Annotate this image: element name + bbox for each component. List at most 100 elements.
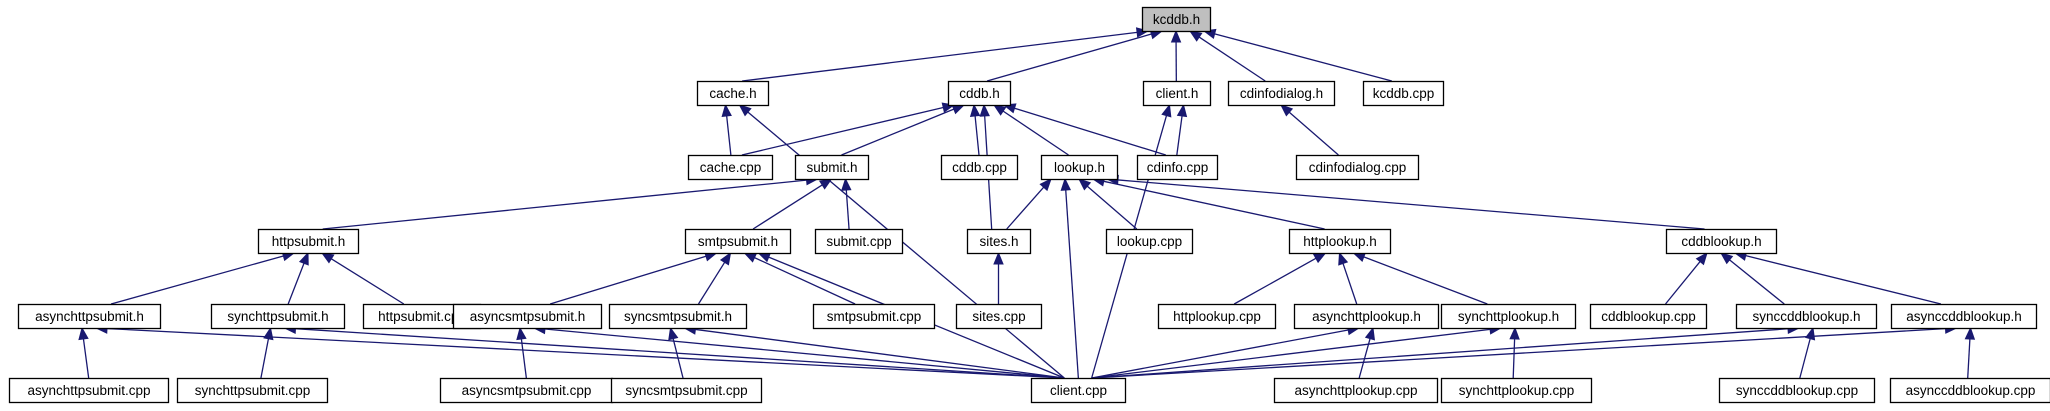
node-sites-h[interactable]: sites.h bbox=[966, 228, 1032, 255]
node-submit-h[interactable]: submit.h bbox=[794, 154, 870, 181]
edge-client_cpp-to-asynchttplookup_h bbox=[1091, 329, 1349, 379]
node-asyncsmtpsubmit-h[interactable]: asyncsmtpsubmit.h bbox=[452, 303, 603, 330]
node-box bbox=[966, 228, 1032, 255]
node-label: syncsmtpsubmit.h bbox=[624, 309, 732, 324]
node-httplookup-h[interactable]: httplookup.h bbox=[1288, 228, 1392, 255]
node-synchttplookup-h[interactable]: synchttplookup.h bbox=[1440, 303, 1577, 330]
node-box bbox=[1735, 303, 1878, 330]
edge-asynccddblookup_cpp-to-asynccddblookup_h bbox=[1967, 338, 1971, 379]
arrowhead-asynchttplookup_h-to-httplookup_h bbox=[1338, 251, 1349, 266]
arrowhead-asynchttpsubmit_cpp-to-asynchttpsubmit_h bbox=[78, 326, 89, 341]
arrowhead-cddb_cpp-to-cddb_h bbox=[969, 103, 981, 117]
edge-cdinfo_cpp-to-cddb_h bbox=[1014, 107, 1166, 156]
edge-httpsubmit_h-to-submit_h bbox=[322, 179, 807, 230]
node-box bbox=[1718, 377, 1876, 404]
edge-sites_h-to-lookup_h bbox=[1006, 186, 1045, 230]
edge-cdinfodialog_cpp-to-cdinfodialog_h bbox=[1288, 111, 1339, 156]
node-label: synccddblookup.h bbox=[1752, 309, 1860, 324]
node-box bbox=[1589, 303, 1708, 330]
node-label: synccddblookup.cpp bbox=[1736, 383, 1858, 398]
node-label: asynccddblookup.cpp bbox=[1906, 383, 2036, 398]
node-label: httplookup.cpp bbox=[1173, 309, 1261, 324]
node-cddb-cpp[interactable]: cddb.cpp bbox=[940, 154, 1019, 181]
edge-submit_h-to-cddb_h bbox=[841, 108, 955, 156]
node-label: kcddb.h bbox=[1153, 12, 1200, 27]
node-box bbox=[1142, 80, 1212, 107]
edge-httplookup_cpp-to-httplookup_h bbox=[1233, 257, 1317, 305]
edge-cache_cpp-to-cddb_h bbox=[741, 106, 944, 156]
edge-cache_cpp-to-cache_h bbox=[726, 115, 732, 156]
node-smtpsubmit-cpp[interactable]: smtpsubmit.cpp bbox=[812, 303, 936, 330]
node-cache-cpp[interactable]: cache.cpp bbox=[687, 154, 774, 181]
node-box bbox=[1157, 303, 1277, 330]
edge-asynchttpsubmit_h-to-httpsubmit_h bbox=[110, 255, 284, 305]
node-httpsubmit-h[interactable]: httpsubmit.h bbox=[257, 228, 360, 255]
node-box bbox=[1136, 154, 1219, 181]
node-label: cddblookup.cpp bbox=[1601, 309, 1696, 324]
node-box bbox=[176, 377, 329, 404]
node-box bbox=[1040, 154, 1119, 181]
arrowhead-client_cpp-to-lookup_h bbox=[1060, 177, 1072, 191]
edge-lookup_cpp-to-lookup_h bbox=[1086, 185, 1138, 230]
node-sites-cpp[interactable]: sites.cpp bbox=[955, 303, 1043, 330]
node-asynchttplookup-cpp[interactable]: asynchttplookup.cpp bbox=[1273, 377, 1439, 404]
node-cache-h[interactable]: cache.h bbox=[696, 80, 770, 107]
node-lookup-cpp[interactable]: lookup.cpp bbox=[1105, 228, 1194, 255]
node-synchttpsubmit-h[interactable]: synchttpsubmit.h bbox=[210, 303, 346, 330]
arrowhead-synchttpsubmit_h-to-httpsubmit_h bbox=[298, 251, 309, 266]
node-box bbox=[608, 303, 748, 330]
node-synccddblookup-cpp[interactable]: synccddblookup.cpp bbox=[1718, 377, 1876, 404]
node-asynchttpsubmit-cpp[interactable]: asynchttpsubmit.cpp bbox=[8, 377, 170, 404]
node-asynchttplookup-h[interactable]: asynchttplookup.h bbox=[1293, 303, 1440, 330]
node-syncsmtpsubmit-cpp[interactable]: syncsmtpsubmit.cpp bbox=[610, 377, 763, 404]
node-asynccddblookup-h[interactable]: asynccddblookup.h bbox=[1890, 303, 2038, 330]
edge-cddblookup_h-to-lookup_h bbox=[1117, 179, 1705, 230]
node-cddblookup-h[interactable]: cddblookup.h bbox=[1665, 228, 1778, 255]
node-lookup-h[interactable]: lookup.h bbox=[1040, 154, 1119, 181]
arrowhead-submit_cpp-to-submit_h bbox=[841, 177, 852, 191]
node-submit-cpp[interactable]: submit.cpp bbox=[814, 228, 904, 255]
arrowhead-submit_h-to-cddb_h bbox=[951, 104, 966, 115]
node-box bbox=[947, 80, 1012, 107]
node-label: kcddb.cpp bbox=[1373, 86, 1435, 101]
edge-client_cpp-to-asynccddblookup_h bbox=[1091, 327, 1946, 379]
node-asynchttpsubmit-h[interactable]: asynchttpsubmit.h bbox=[17, 303, 162, 330]
edge-smtpsubmit_cpp-to-smtpsubmit_h bbox=[754, 257, 856, 305]
node-smtpsubmit-h[interactable]: smtpsubmit.h bbox=[684, 228, 792, 255]
node-client-h[interactable]: client.h bbox=[1142, 80, 1212, 107]
edge-client_cpp-to-asynchttpsubmit_h bbox=[106, 327, 1065, 379]
node-label: asynchttplookup.h bbox=[1312, 309, 1421, 324]
node-asynccddblookup-cpp[interactable]: asynccddblookup.cpp bbox=[1889, 377, 2050, 404]
node-synchttplookup-cpp[interactable]: synchttplookup.cpp bbox=[1440, 377, 1593, 404]
node-box bbox=[439, 377, 614, 404]
node-label: asynchttpsubmit.h bbox=[35, 309, 144, 324]
node-syncsmtpsubmit-h[interactable]: syncsmtpsubmit.h bbox=[608, 303, 748, 330]
edge-client_cpp-to-syncsmtpsubmit_h bbox=[695, 328, 1065, 379]
node-kcddb-cpp[interactable]: kcddb.cpp bbox=[1362, 80, 1445, 107]
node-kcddb-h[interactable]: kcddb.h bbox=[1141, 6, 1212, 33]
node-box bbox=[794, 154, 870, 181]
edge-synchttplookup_h-to-httplookup_h bbox=[1363, 256, 1488, 305]
node-client-cpp[interactable]: client.cpp bbox=[1030, 377, 1127, 404]
node-box bbox=[696, 80, 770, 107]
node-httplookup-cpp[interactable]: httplookup.cpp bbox=[1157, 303, 1277, 330]
node-cdinfodialog-h[interactable]: cdinfodialog.h bbox=[1227, 80, 1336, 107]
edge-client_cpp-to-asyncsmtpsubmit_h bbox=[544, 328, 1065, 379]
node-synchttpsubmit-cpp[interactable]: synchttpsubmit.cpp bbox=[176, 377, 329, 404]
arrowhead-lookup_h-to-cddb_h bbox=[992, 104, 1007, 116]
node-box bbox=[1273, 377, 1439, 404]
node-box bbox=[210, 303, 346, 330]
node-cdinfo-cpp[interactable]: cdinfo.cpp bbox=[1136, 154, 1219, 181]
node-label: synchttplookup.cpp bbox=[1459, 383, 1575, 398]
node-box bbox=[1141, 6, 1212, 33]
node-cddb-h[interactable]: cddb.h bbox=[947, 80, 1012, 107]
node-box bbox=[940, 154, 1019, 181]
node-cddblookup-cpp[interactable]: cddblookup.cpp bbox=[1589, 303, 1708, 330]
node-box bbox=[1440, 303, 1577, 330]
node-cdinfodialog-cpp[interactable]: cdinfodialog.cpp bbox=[1295, 154, 1420, 181]
edge-lookup_h-to-cddb_h bbox=[1002, 110, 1069, 156]
edge-client_cpp-to-synchttpsubmit_h bbox=[295, 328, 1065, 379]
node-asyncsmtpsubmit-cpp[interactable]: asyncsmtpsubmit.cpp bbox=[439, 377, 614, 404]
node-box bbox=[812, 303, 936, 330]
node-synccddblookup-h[interactable]: synccddblookup.h bbox=[1735, 303, 1878, 330]
